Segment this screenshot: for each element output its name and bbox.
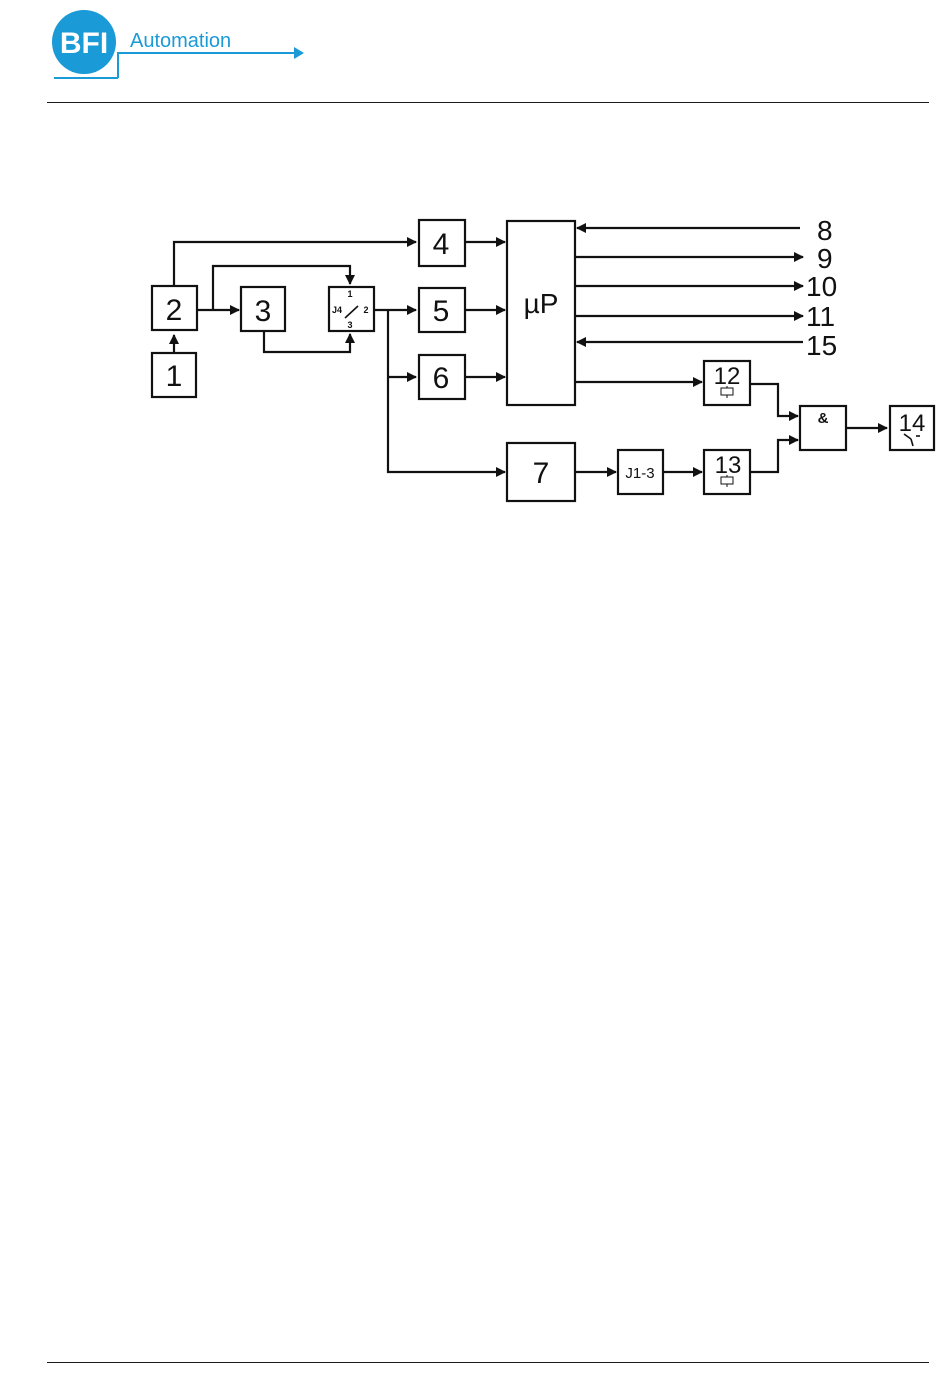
label-5: 5	[433, 295, 450, 328]
j4-pin1: 1	[347, 289, 352, 299]
io-label-11: 11	[806, 301, 835, 332]
label-14: 14	[899, 410, 926, 437]
wire-2-to-4	[174, 242, 416, 286]
label-13: 13	[715, 452, 742, 479]
label-1: 1	[166, 360, 183, 393]
j4-name: J4	[332, 305, 342, 315]
label-7: 7	[533, 457, 550, 490]
label-microprocessor: µP	[524, 288, 559, 319]
wire-12-to-and	[750, 384, 798, 416]
footer-rule	[47, 1362, 929, 1363]
j4-pin2: 2	[363, 305, 368, 315]
io-label-8: 8	[817, 215, 833, 246]
j4-pin3: 3	[347, 320, 352, 330]
io-label-9: 9	[817, 243, 833, 274]
io-label-15: 15	[806, 330, 837, 361]
label-6: 6	[433, 362, 450, 395]
block-diagram: 1 2 3 4 5 6 µP 7 J1-3 12 13 & 14 1 2 3 J…	[0, 0, 950, 560]
label-j1-3: J1-3	[625, 465, 654, 482]
io-label-10: 10	[806, 271, 837, 302]
wire-13-to-and	[750, 440, 798, 472]
label-12: 12	[714, 363, 741, 390]
label-4: 4	[433, 228, 450, 261]
label-3: 3	[255, 295, 272, 328]
label-and: &	[818, 410, 829, 427]
wire-3-to-j4-pin3	[264, 331, 350, 352]
label-2: 2	[166, 294, 183, 327]
